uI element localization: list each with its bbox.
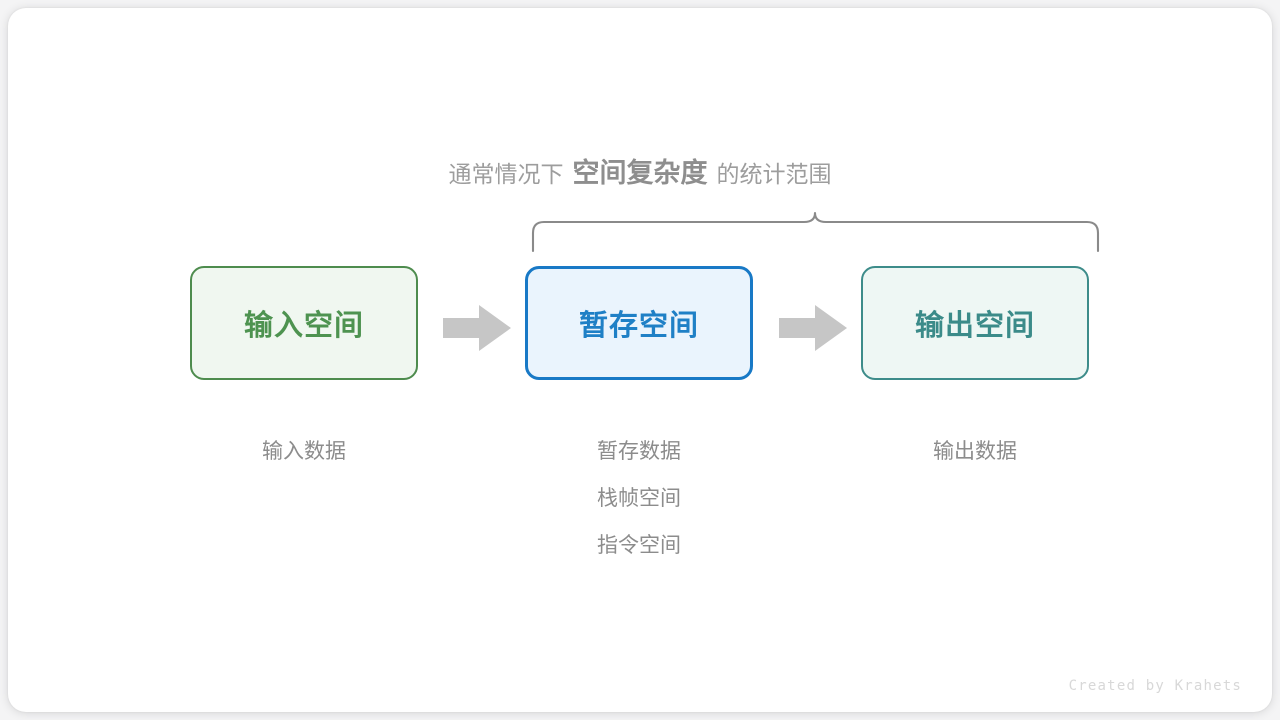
box-output-space-label: 输出空间: [914, 310, 1035, 342]
caption-output-column: 输出数据: [861, 428, 1089, 475]
caption-tail-text: 的统计范围: [716, 161, 832, 187]
author-watermark: Created by Krahets: [1068, 678, 1242, 694]
caption-emphasis-text: 空间复杂度: [572, 158, 708, 188]
box-input-space[interactable]: 输入空间: [190, 266, 418, 380]
caption-output-line-1: 输出数据: [933, 440, 1017, 463]
caption-temp-line-2: 栈帧空间: [597, 487, 681, 510]
box-temp-space-label: 暂存空间: [578, 310, 699, 342]
diagram-card: 通常情况下空间复杂度的统计范围 输入空间 暂存空间 输出空间 输入数据 暂存数据: [8, 8, 1272, 712]
caption-lead-text: 通常情况下: [448, 161, 564, 187]
box-output-space[interactable]: 输出空间: [861, 266, 1089, 380]
box-temp-space[interactable]: 暂存空间: [525, 266, 753, 380]
diagram-caption: 通常情况下空间复杂度的统计范围: [8, 156, 1272, 191]
caption-temp-column: 暂存数据 栈帧空间 指令空间: [525, 428, 753, 569]
arrow-temp-to-output-icon: [779, 305, 847, 351]
box-input-space-label: 输入空间: [243, 310, 364, 342]
caption-temp-line-3: 指令空间: [597, 534, 681, 557]
caption-input-line-1: 输入数据: [262, 440, 346, 463]
caption-input-column: 输入数据: [190, 428, 418, 475]
arrow-input-to-temp-icon: [443, 305, 511, 351]
caption-temp-line-1: 暂存数据: [597, 440, 681, 463]
